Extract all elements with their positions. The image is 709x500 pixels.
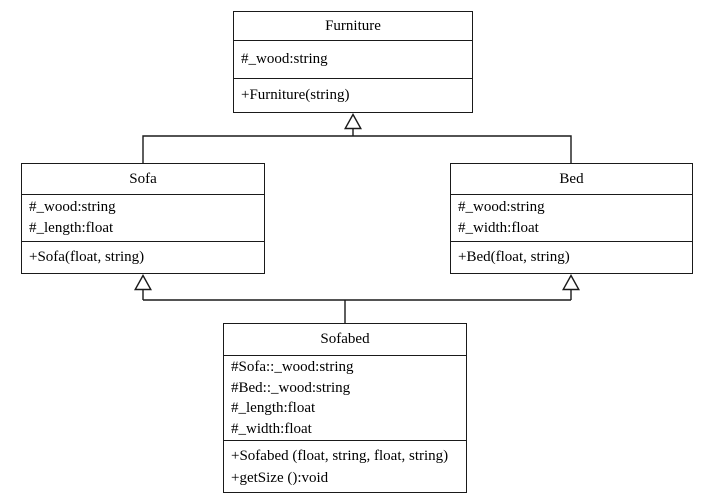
methods-compartment-sofabed: +Sofabed (float, string, float, string) … [224, 440, 466, 492]
method: +getSize ():void [231, 469, 329, 486]
class-name-furniture: Furniture [325, 17, 381, 34]
method: +Sofabed (float, string, float, string) [231, 447, 449, 464]
attribute: #_width:float [458, 220, 539, 236]
method: +Sofa(float, string) [29, 249, 145, 265]
class-name-sofabed: Sofabed [320, 331, 370, 347]
class-box-sofa: Sofa #_wood:string #_length:float +Sofa(… [21, 163, 265, 274]
attribute: #_wood:string [241, 51, 328, 67]
generalization-triangle-icon-bed [562, 274, 580, 291]
class-box-bed: Bed #_wood:string #_width:float +Bed(flo… [450, 163, 693, 274]
generalization-triangle-icon-sofa [134, 274, 152, 291]
attribute: #_length:float [29, 220, 114, 236]
class-name-sofa: Sofa [129, 170, 157, 187]
attribute: #_wood:string [458, 199, 545, 215]
attributes-compartment-bed: #_wood:string #_width:float [451, 194, 692, 241]
methods-compartment-furniture: +Furniture(string) [234, 78, 472, 112]
attribute: #Bed::_wood:string [231, 379, 351, 396]
attribute: #Sofa::_wood:string [231, 359, 354, 375]
attributes-compartment-sofa: #_wood:string #_length:float [22, 194, 264, 241]
attributes-compartment-sofabed: #Sofa::_wood:string #Bed::_wood:string #… [224, 355, 466, 440]
attributes-compartment-furniture: #_wood:string [234, 40, 472, 78]
attribute: #_width:float [231, 420, 312, 437]
class-box-sofabed: Sofabed #Sofa::_wood:string #Bed::_wood:… [223, 323, 467, 493]
method: +Bed(float, string) [458, 249, 570, 265]
methods-compartment-bed: +Bed(float, string) [451, 241, 692, 273]
attribute: #_length:float [231, 400, 316, 416]
attribute: #_wood:string [29, 199, 116, 215]
generalization-triangle-icon-furniture [344, 113, 362, 130]
connector-sofa-bed-to-furniture [142, 135, 572, 163]
class-box-furniture: Furniture #_wood:string +Furniture(strin… [233, 11, 473, 113]
methods-compartment-sofa: +Sofa(float, string) [22, 241, 264, 273]
method: +Furniture(string) [241, 87, 350, 103]
class-name-bed: Bed [559, 170, 584, 187]
